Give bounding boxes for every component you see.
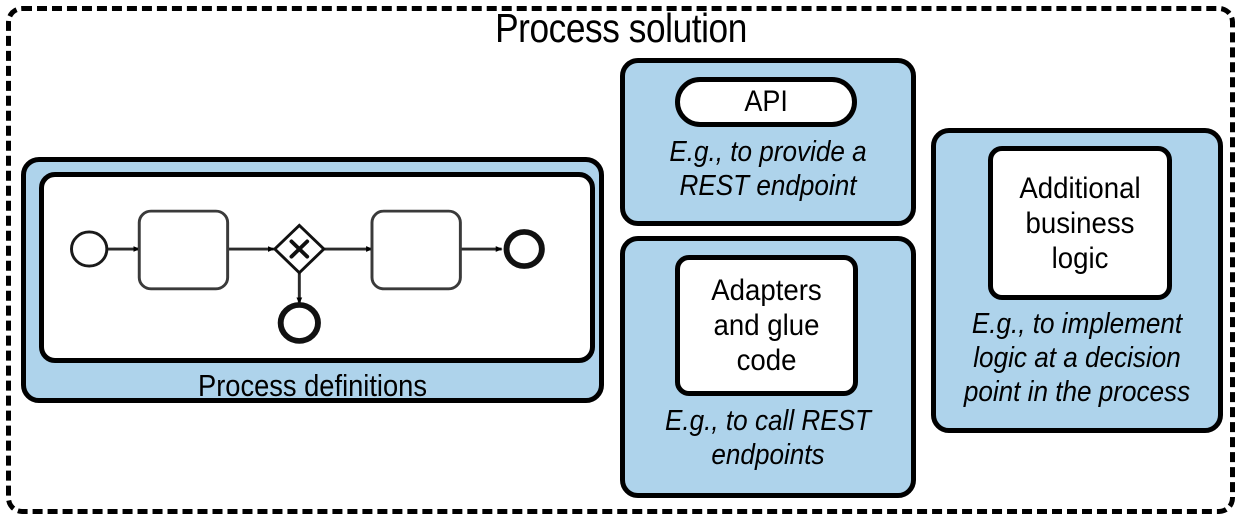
card-adapters[interactable]: Adapters and glue code E.g., to call RES… xyxy=(620,236,916,498)
bpmn-diagram-panel xyxy=(39,172,595,363)
business-logic-panel: Additional business logic xyxy=(988,146,1172,300)
process-solution-frame xyxy=(6,6,1235,514)
card-label-process-definitions: Process definitions xyxy=(198,368,427,403)
bpmn-end-event-bottom xyxy=(277,302,321,344)
api-description: E.g., to provide a REST endpoint xyxy=(669,136,867,202)
bpmn-sequence-flows xyxy=(106,246,503,304)
adapters-panel: Adapters and glue code xyxy=(675,255,858,396)
bpmn-start-event xyxy=(70,230,109,268)
business-logic-title: Additional business logic xyxy=(1019,171,1141,275)
api-title: API xyxy=(744,85,788,118)
bpmn-exclusive-gateway xyxy=(272,223,326,275)
card-api[interactable]: API E.g., to provide a REST endpoint xyxy=(620,58,916,226)
card-process-definitions[interactable]: Process definitions xyxy=(21,157,604,403)
api-pill: API xyxy=(675,77,857,127)
card-business-logic[interactable]: Additional business logic E.g., to imple… xyxy=(931,128,1223,433)
bpmn-end-event-top xyxy=(503,229,545,269)
adapters-title: Adapters and glue code xyxy=(711,274,822,377)
business-logic-description: E.g., to implement logic at a decision p… xyxy=(963,308,1191,408)
page-title: Process solution xyxy=(495,5,747,51)
bpmn-task-1 xyxy=(137,209,230,291)
adapters-description: E.g., to call REST endpoints xyxy=(665,405,871,471)
bpmn-diagram xyxy=(70,209,545,344)
bpmn-task-2 xyxy=(370,209,462,291)
